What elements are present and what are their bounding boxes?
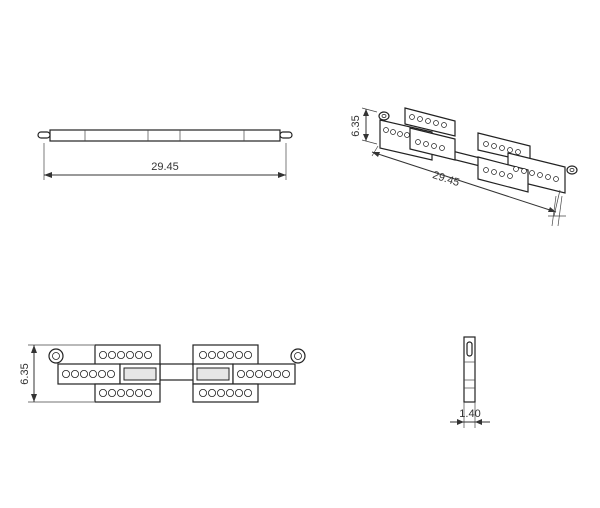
isometric-view: 6.35 29.45 <box>350 107 578 227</box>
top-view-left-loop <box>37 131 51 139</box>
front-right-lower-block <box>192 383 259 403</box>
front-right-middle-block <box>232 363 296 385</box>
front-view: 6.35 <box>19 344 306 403</box>
top-view-bar <box>49 129 281 142</box>
side-view-body <box>463 336 476 403</box>
front-view-stones <box>62 350 290 397</box>
side-view: 1.40 <box>450 336 490 428</box>
thickness-dimension-label: 1.40 <box>459 408 480 420</box>
top-view-right-loop <box>279 131 293 139</box>
iso-length-dimension-line <box>371 151 557 213</box>
iso-height-label: 6.35 <box>350 115 362 136</box>
length-dimension-label: 29.45 <box>151 161 179 173</box>
iso-length-label: 29.45 <box>431 169 461 189</box>
top-view: 29.45 <box>37 129 293 180</box>
side-view-loop <box>466 341 473 357</box>
height-dimension-label: 6.35 <box>19 363 31 384</box>
